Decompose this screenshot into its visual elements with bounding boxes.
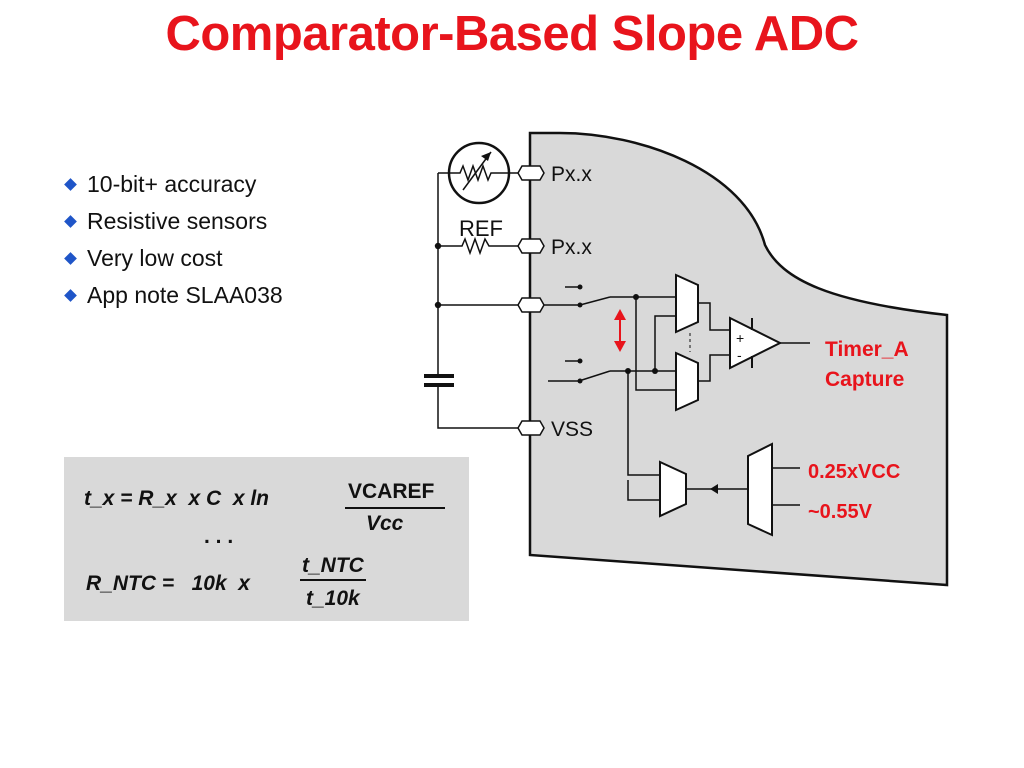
capacitor-icon: [424, 374, 454, 387]
internal-wire: [698, 354, 730, 382]
bullet-text: Very low cost: [87, 245, 223, 271]
formula-1-fraction-bar: [345, 507, 445, 509]
bullet-text: Resistive sensors: [87, 208, 268, 234]
list-item: Resistive sensors: [64, 203, 283, 240]
formula-1-numerator: VCAREF: [348, 480, 435, 503]
mux-upper-icon: [675, 273, 699, 334]
formula-continuation-dots: . . .: [204, 525, 234, 548]
junction-dot: [434, 301, 442, 309]
junction-dot: [434, 242, 442, 250]
comparator-icon: [729, 316, 783, 370]
timer-label-line2: Capture: [825, 368, 904, 391]
switch-icon: [565, 284, 611, 308]
formula-1-denominator: Vcc: [366, 512, 404, 535]
list-item: App note SLAA038: [64, 277, 283, 314]
internal-wire: [698, 302, 730, 331]
internal-wire: [635, 297, 676, 391]
ref-resistor-icon: [438, 236, 518, 256]
formula-2-lhs: R_NTC = 10k x: [86, 572, 250, 595]
vref2-label: ~0.55V: [808, 501, 873, 523]
cap-lower-wire: [437, 385, 518, 429]
bullet-text: 10-bit+ accuracy: [87, 171, 257, 197]
list-item: Very low cost: [64, 240, 283, 277]
feature-list: 10-bit+ accuracy Resistive sensors Very …: [64, 166, 283, 314]
pin-connector-icon: [517, 238, 545, 254]
internal-wire: [627, 480, 660, 501]
ntc-thermistor-icon: [438, 141, 518, 205]
vref1-label: 0.25xVCC: [808, 461, 900, 483]
vss-label: VSS: [551, 418, 593, 441]
ref-label: REF: [459, 216, 503, 241]
pin2-label: Px.x: [551, 236, 592, 259]
formula-2-denominator: t_10k: [306, 587, 360, 610]
internal-wire: [627, 371, 660, 476]
signal-arrow-icon: [710, 484, 718, 494]
vref-mux-icon: [747, 442, 773, 537]
timer-label-line1: Timer_A: [825, 338, 909, 361]
pin-connector-icon: [517, 420, 545, 436]
formula-panel: [64, 457, 469, 621]
mux-reference-icon: [659, 460, 687, 518]
formula-2-numerator: t_NTC: [302, 554, 364, 577]
pin-connector-icon: [517, 165, 545, 181]
internal-wire: [654, 315, 676, 371]
mux-lower-icon: [675, 351, 699, 412]
formula-2-fraction-bar: [300, 579, 366, 581]
pin-connector-icon: [517, 297, 545, 313]
double-arrow-icon: [614, 309, 626, 352]
pin1-label: Px.x: [551, 163, 592, 186]
formula-1-lhs: t_x = R_x x C x ln: [84, 487, 270, 510]
bullet-text: App note SLAA038: [87, 282, 283, 308]
comparator-plus-label: +: [736, 330, 744, 346]
list-item: 10-bit+ accuracy: [64, 166, 283, 203]
switch-icon: [548, 358, 611, 384]
page-title: Comparator-Based Slope ADC: [165, 7, 859, 61]
comparator-minus-label: -: [737, 347, 742, 363]
